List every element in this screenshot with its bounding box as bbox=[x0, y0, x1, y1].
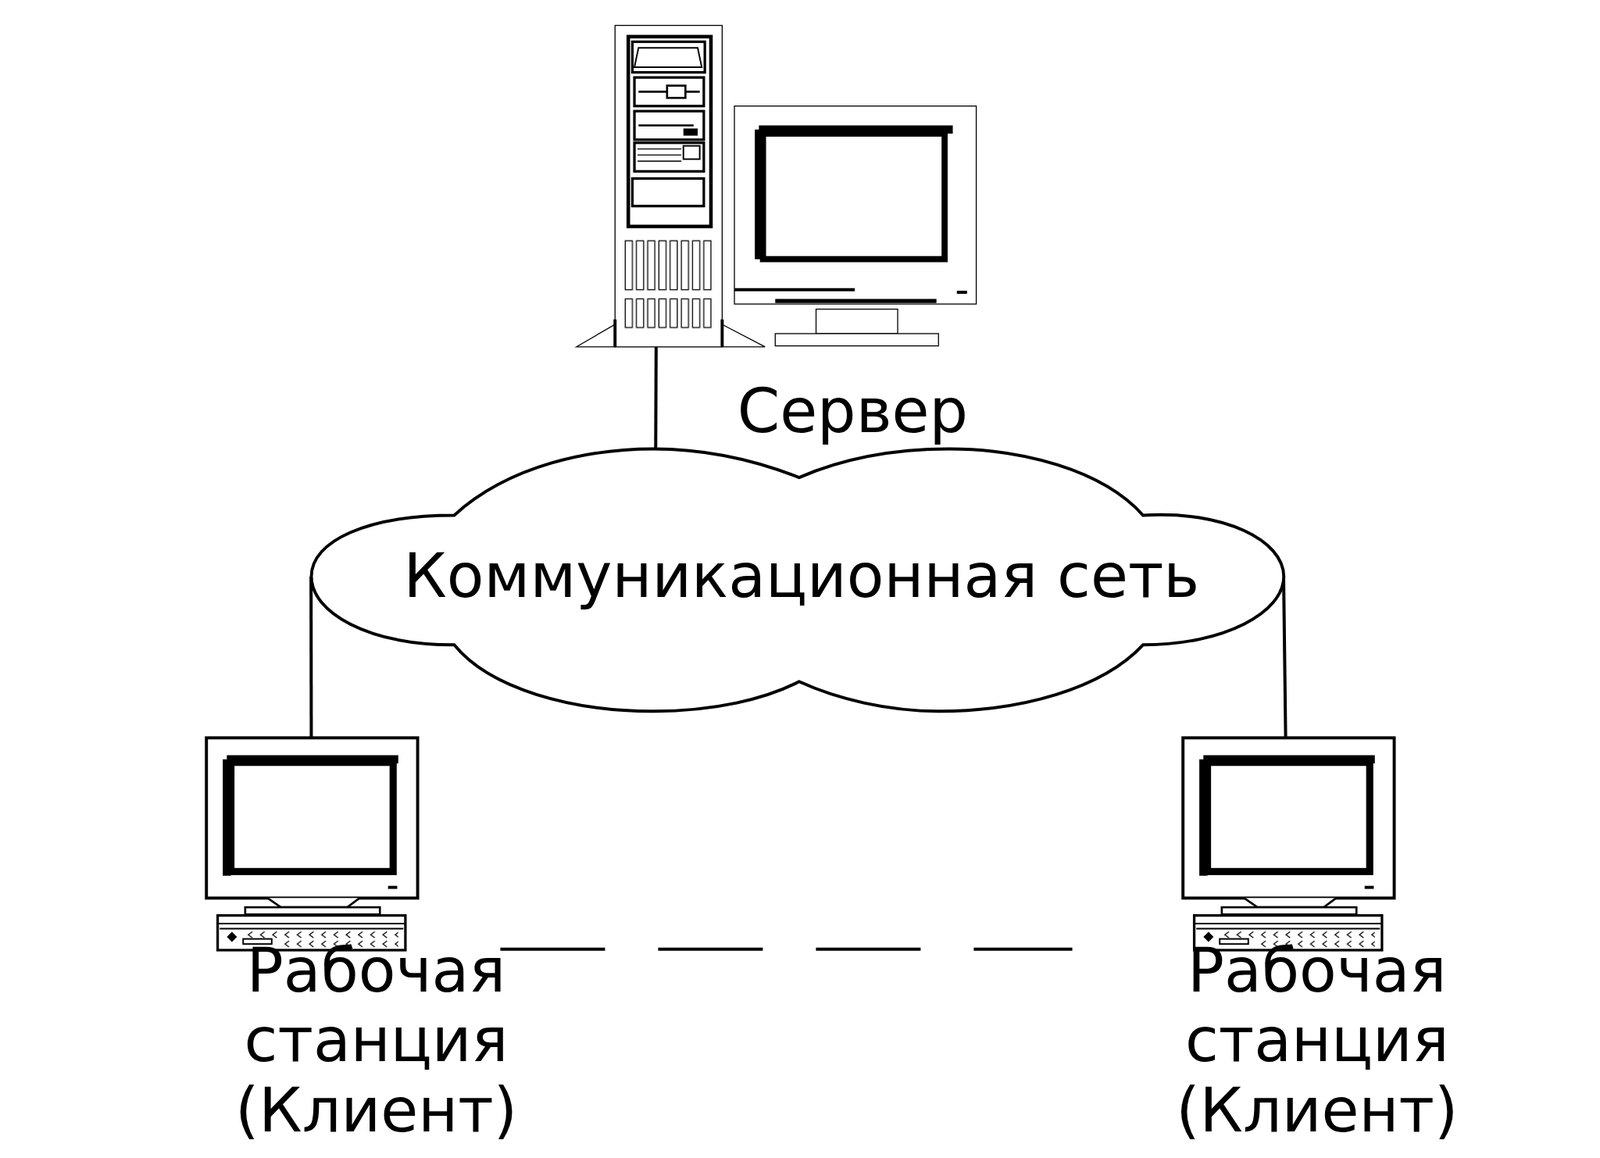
node-label: Коммуникационная сеть bbox=[403, 541, 1200, 612]
workstation-node-drawing bbox=[1182, 737, 1394, 950]
workstation-node-illustration bbox=[1178, 736, 1399, 954]
node-label: Рабочая станция (Клиент) bbox=[234, 935, 518, 1147]
workstation-node: Рабочая станция (Клиент) bbox=[1178, 736, 1399, 954]
dashed-link bbox=[500, 947, 1072, 951]
node-label: Сервер bbox=[736, 376, 969, 447]
server-node: Сервер bbox=[574, 20, 983, 347]
network-cloud-drawing bbox=[310, 449, 1284, 712]
network-link bbox=[309, 576, 313, 737]
workstation-node-drawing bbox=[206, 737, 418, 950]
workstation-node-illustration bbox=[202, 736, 422, 954]
server-node-drawing bbox=[576, 25, 977, 347]
server-node-illustration bbox=[574, 20, 983, 347]
workstation-node: Рабочая станция (Клиент) bbox=[202, 736, 422, 954]
network-link bbox=[653, 346, 658, 450]
node-label: Рабочая станция (Клиент) bbox=[1175, 935, 1459, 1147]
network-cloud: Коммуникационная сеть bbox=[306, 443, 1291, 717]
network-link bbox=[1283, 576, 1286, 737]
